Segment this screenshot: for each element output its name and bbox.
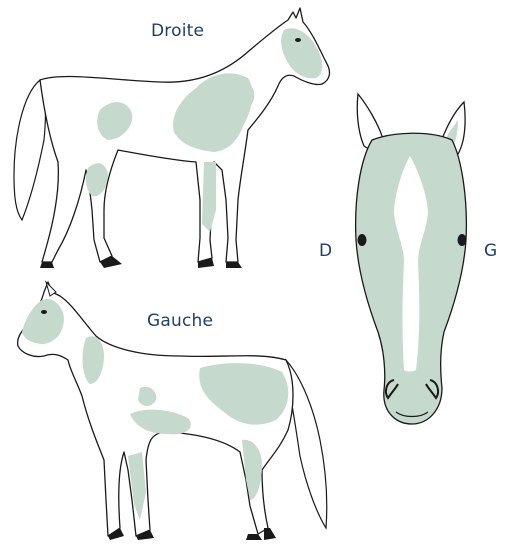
right-horse-hoof: [40, 262, 54, 268]
left-horse-hoof: [264, 528, 276, 540]
left-horse-eye: [41, 310, 47, 314]
horse-left-profile-icon: [18, 282, 327, 540]
horse-right-profile-icon: [14, 8, 329, 268]
left-horse-hoof: [246, 534, 262, 540]
horse-head-front-icon: [356, 94, 467, 424]
right-horse-eye: [295, 38, 301, 42]
right-horse-hoof: [226, 262, 242, 268]
head-eye-left: [458, 234, 467, 246]
head-eye-right: [358, 234, 367, 246]
right-horse-tail: [14, 80, 46, 220]
right-horse-marking-foreleg: [202, 162, 216, 232]
